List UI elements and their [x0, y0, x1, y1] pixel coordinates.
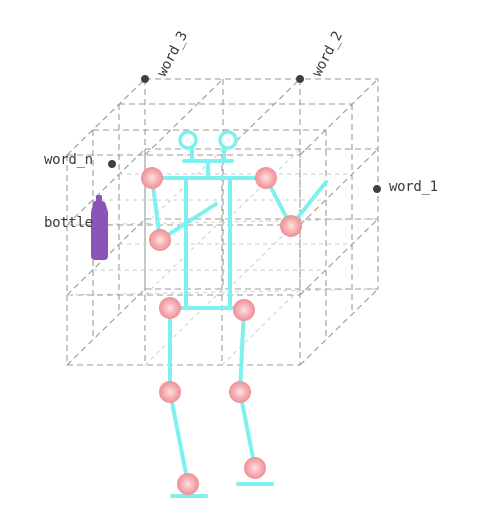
joint-left-shoulder	[141, 167, 163, 189]
word-1-label: word_1	[389, 179, 438, 195]
joint-right-ankle	[244, 457, 266, 479]
joint-right-hip	[233, 299, 255, 321]
joint-left-hip	[159, 297, 181, 319]
bottle-cap	[96, 195, 102, 202]
word-3-point	[141, 75, 149, 83]
head-right-eye	[218, 130, 238, 150]
joint-right-shoulder	[255, 167, 277, 189]
bottle-object	[91, 195, 108, 260]
bottle-body	[91, 201, 108, 260]
joint-left-knee	[159, 381, 181, 403]
bottle-label: bottle	[44, 215, 93, 231]
joint-right-knee	[229, 381, 251, 403]
word-n-label: word_n	[44, 152, 93, 168]
skeleton-joints	[141, 167, 302, 495]
word-points	[108, 75, 381, 193]
joint-right-elbow	[280, 215, 302, 237]
joint-left-ankle	[177, 473, 199, 495]
grid-cube	[66, 78, 379, 366]
grid-front-face	[66, 154, 301, 366]
word-n-point	[108, 160, 116, 168]
joint-left-elbow	[149, 229, 171, 251]
head-left-eye	[178, 130, 198, 150]
word-1-point	[373, 185, 381, 193]
word-2-point	[296, 75, 304, 83]
